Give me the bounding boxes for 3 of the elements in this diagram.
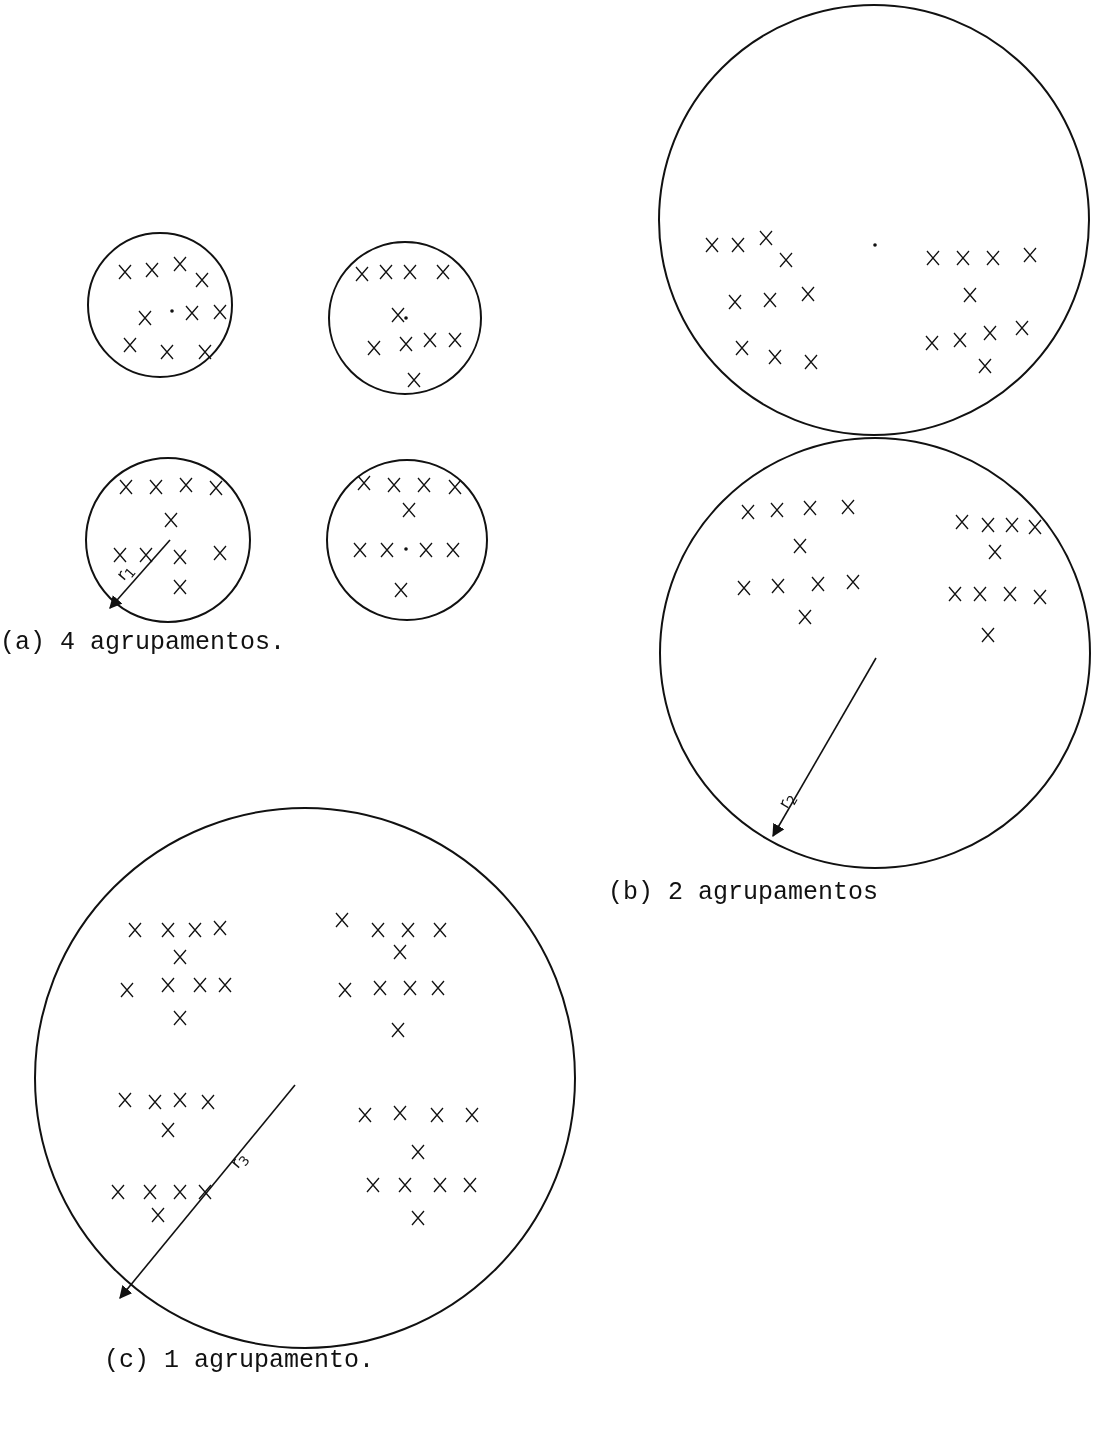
figure-caption: (c) 1 agrupamento. xyxy=(104,1346,375,1375)
figure-caption: (b) 2 agrupamentos xyxy=(608,878,879,907)
figure-caption: (a) 4 agrupamentos. xyxy=(0,628,286,657)
